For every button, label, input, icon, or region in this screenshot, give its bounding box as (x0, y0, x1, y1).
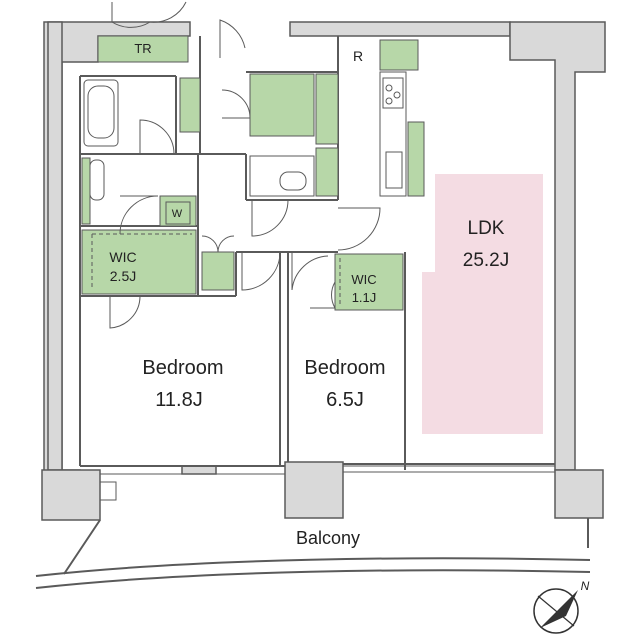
bedroom1-label: Bedroom (142, 357, 223, 379)
sink (89, 159, 105, 201)
wic-main-label: WIC (109, 249, 136, 265)
kitchen-upper-cabinet (379, 39, 419, 71)
hall-closet (249, 73, 315, 137)
ldk-floor (422, 174, 543, 434)
wic-small-area (334, 253, 404, 311)
wic-main-size: 2.5J (110, 268, 136, 284)
balcony-label: Balcony (296, 528, 360, 548)
wic-small-label: WIC (351, 272, 376, 287)
compass-north-label: N (581, 579, 590, 593)
entry-shoe-cabinet (201, 251, 235, 291)
compass-icon: N (533, 579, 590, 634)
sanitary-fixtures (83, 79, 315, 225)
tr-label: TR (134, 41, 151, 56)
doors (109, 1, 381, 329)
kitchen (379, 71, 407, 197)
hall-closet-2 (315, 73, 339, 145)
bedroom2-size: 6.5J (326, 389, 364, 411)
r-label: R (353, 48, 363, 64)
wic-main-area (81, 229, 197, 295)
ldk-label: LDK (468, 218, 505, 239)
toilet (279, 171, 307, 191)
windows (100, 465, 555, 475)
toilet-cabinet (315, 147, 339, 197)
exterior-walls (41, 21, 606, 521)
washer-box (165, 201, 191, 225)
wic-small-size: 1.1J (352, 290, 377, 305)
balcony (35, 481, 591, 589)
washroom-counter (81, 157, 91, 225)
bathtub (87, 85, 115, 139)
bath-cabinet (179, 77, 201, 133)
kitchen-counter (407, 121, 425, 197)
bedroom2-label: Bedroom (304, 357, 385, 379)
storage-units (81, 35, 425, 311)
ldk-size: 25.2J (463, 250, 509, 271)
bedroom1-size: 11.8J (155, 389, 202, 411)
closet-rails (91, 233, 341, 306)
tr-cabinet (97, 35, 189, 63)
w-label: W (172, 208, 183, 220)
